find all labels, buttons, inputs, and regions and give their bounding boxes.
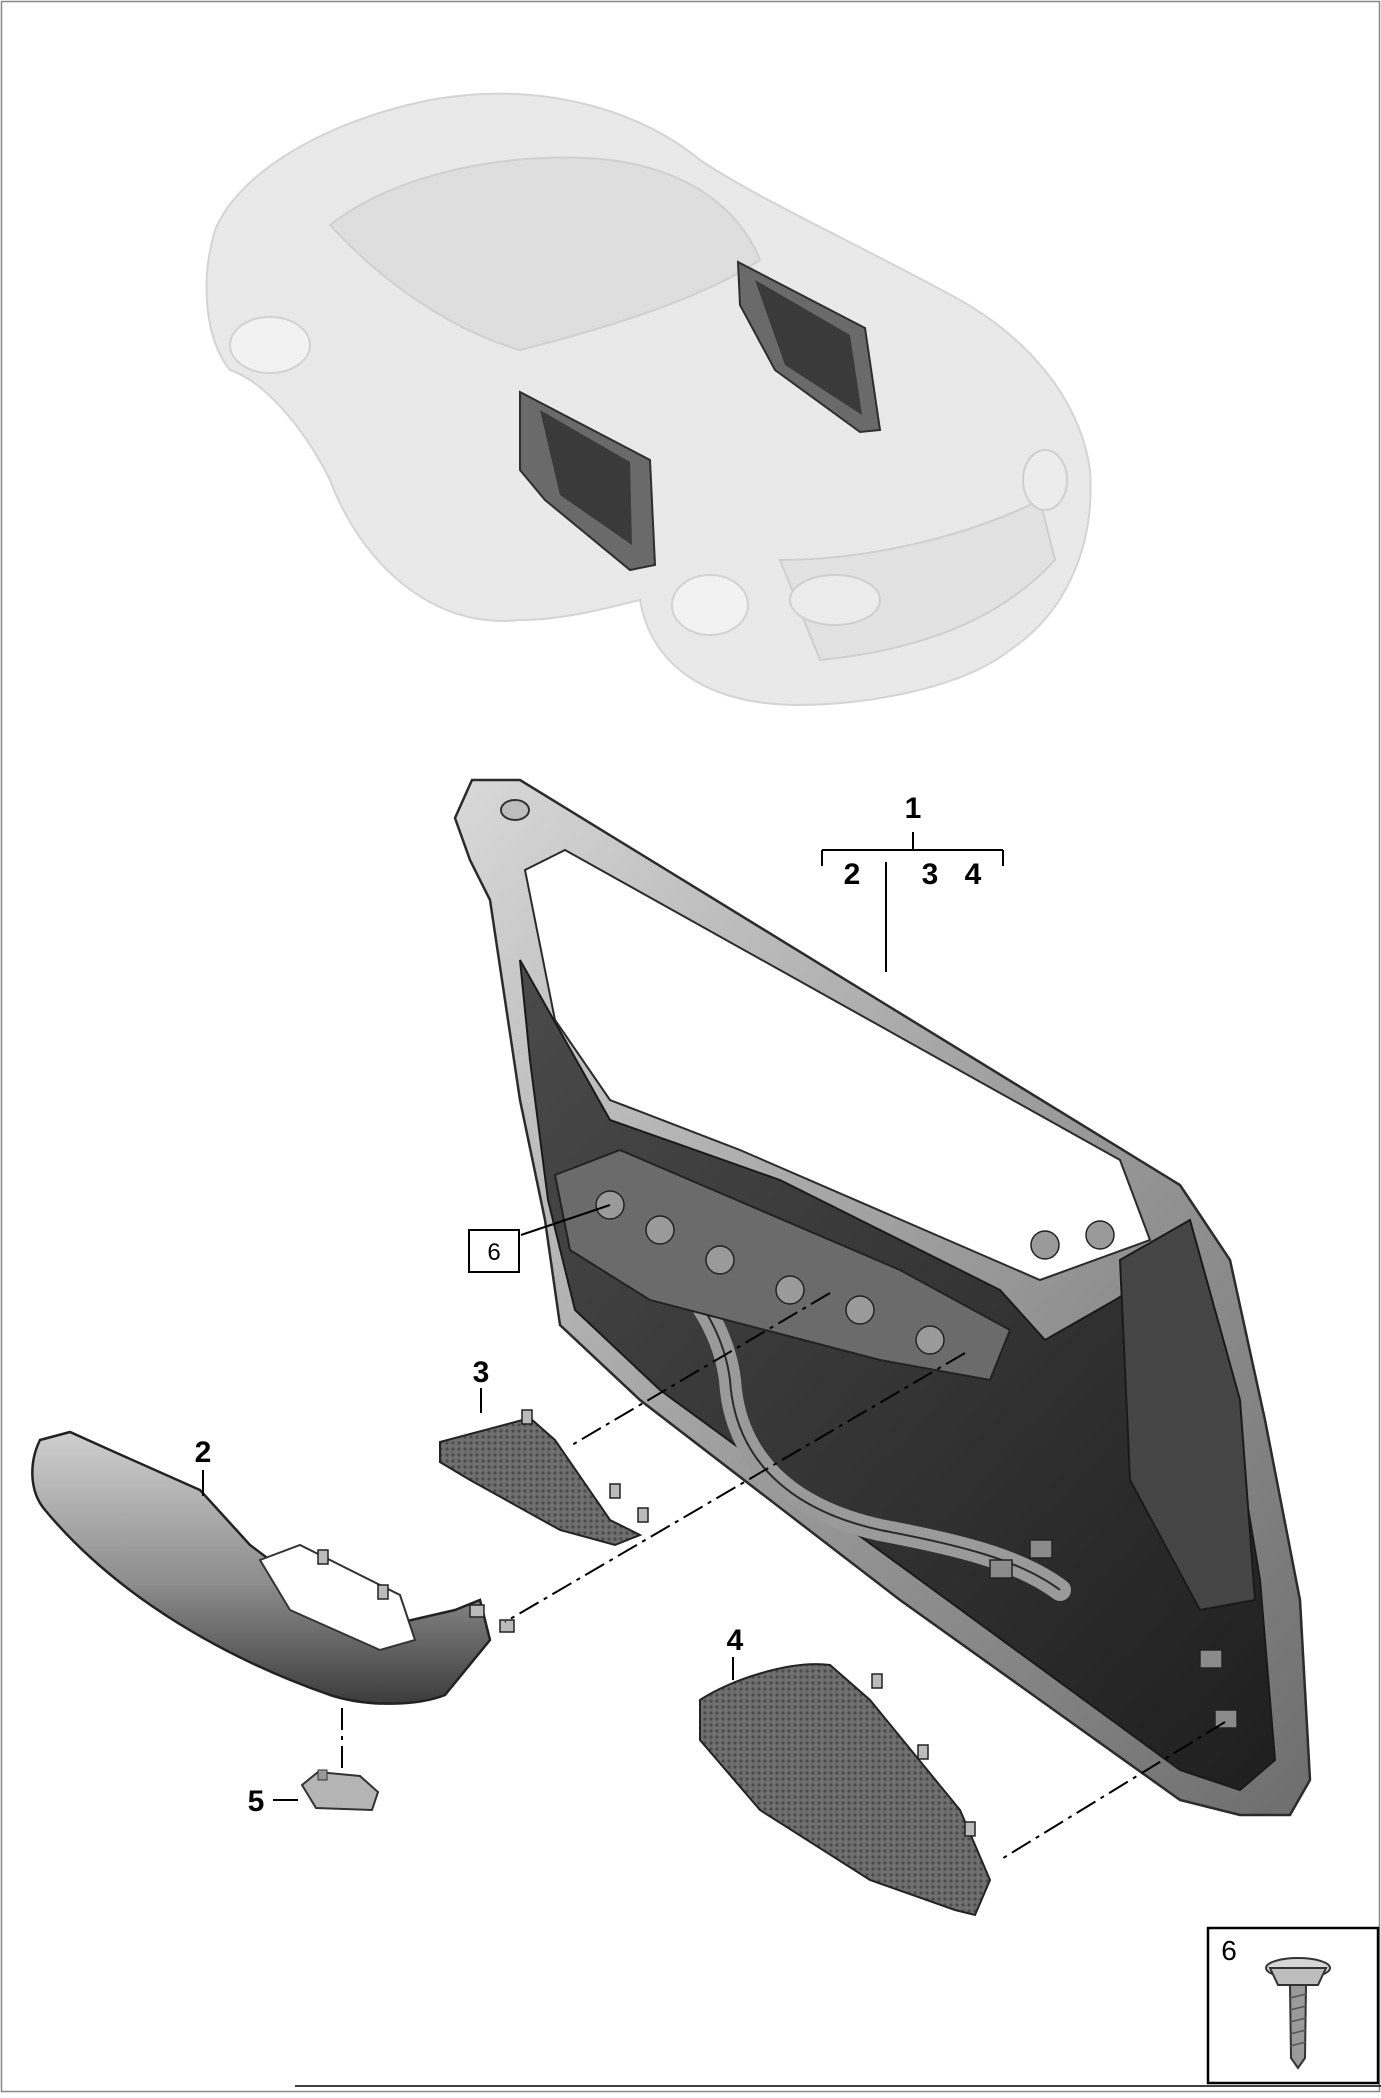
callout-3: 3 (473, 1356, 490, 1389)
cover-part-5 (300, 1769, 380, 1812)
boxed-ref-6: 6 (487, 1239, 500, 1266)
trim-insert-3 (439, 1409, 649, 1547)
callout-4-sub: 4 (965, 858, 982, 891)
callout-3-sub: 3 (922, 858, 939, 891)
armrest-part (31, 1430, 515, 1705)
callout-leader-lines (202, 1204, 734, 1801)
trim-insert-4 (699, 1663, 992, 1917)
detail-box-label: 6 (1221, 1935, 1237, 1966)
callout-5: 5 (248, 1785, 265, 1818)
boxed-ref-6-frame (468, 1229, 520, 1273)
callout-1: 1 (905, 792, 922, 825)
callout-2: 2 (195, 1436, 212, 1469)
vehicle-overview-illustration (205, 92, 1092, 707)
callout-4: 4 (727, 1624, 744, 1657)
assembly-callout-bracket (821, 832, 1004, 972)
callout-2-sub: 2 (844, 858, 861, 891)
screw-icon (1265, 1957, 1331, 2070)
fastener-detail-box: 6 (1206, 1926, 1380, 2085)
assembly-guide-lines (341, 1292, 1226, 1861)
door-trim-panel (453, 778, 1312, 1817)
